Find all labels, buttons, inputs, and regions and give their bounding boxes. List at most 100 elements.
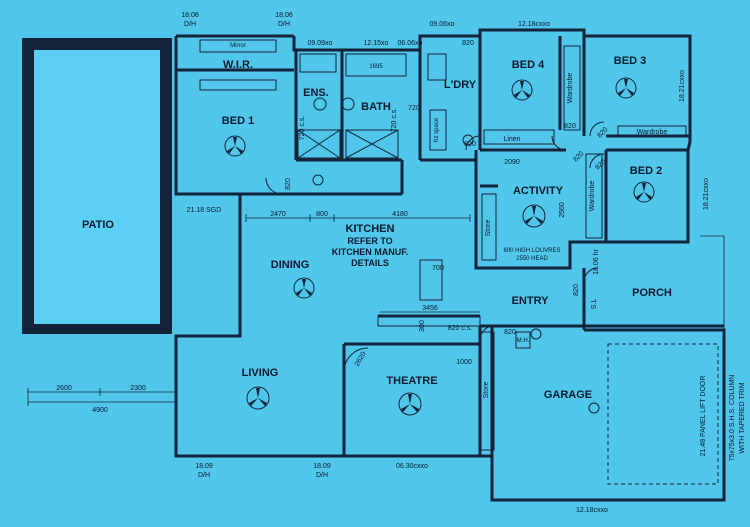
dim-1821-bed3: 18.21cxxo — [679, 70, 686, 102]
fan-bed4-icon — [511, 79, 533, 101]
patio — [22, 38, 172, 334]
dim-2470: 2470 — [270, 211, 286, 218]
dim-2090: 2090 — [504, 159, 520, 166]
door-porch — [583, 267, 599, 283]
dim-4180: 4180 — [392, 211, 408, 218]
ens-vanity — [299, 53, 337, 73]
light-garage-icon — [588, 402, 600, 414]
patio-edge — [27, 43, 167, 331]
dim-820-ldry2: 820 — [464, 141, 476, 148]
fixtures — [199, 39, 719, 485]
light-entry-icon — [530, 328, 542, 340]
room-theatre: THEATRE — [386, 375, 437, 387]
dim-0630: 06.30cxxo — [396, 463, 428, 470]
dim-2600: 2600 — [56, 385, 72, 392]
dim-dh-b: D/H — [278, 21, 290, 28]
label-louvres-1: 600 HIGH LOUVRES — [503, 248, 560, 254]
dim-700: 700 — [432, 265, 444, 272]
garage-door-swing — [607, 343, 719, 485]
light-ldry-icon — [462, 134, 474, 146]
dim-820-garage: 820 — [504, 329, 516, 336]
dimension-lines — [27, 214, 725, 406]
store-activity-box — [481, 193, 497, 261]
store-garage-box — [479, 331, 495, 451]
dim-800: 800 — [316, 211, 328, 218]
dim-1821-bed2: 18.21cxxo — [703, 178, 710, 210]
dim-720-ldry: 720 — [408, 105, 420, 112]
kitchen-note-1: REFER TO — [347, 236, 392, 246]
label-garage-door: 21.48 PANEL LIFT DOOR — [700, 376, 707, 457]
kitchen-note-2: KITCHEN MANUF. — [332, 247, 409, 257]
fan-theatre-icon — [398, 392, 422, 416]
kitchen-bench — [377, 315, 481, 327]
label-wardrobe-bed2: Wardrobe — [589, 181, 596, 212]
room-bed3: BED 3 — [614, 55, 646, 67]
door-theatre — [343, 347, 369, 373]
door-bed3 — [589, 121, 605, 137]
dim-4900: 4900 — [92, 407, 108, 414]
dim-dh-a: D/H — [184, 21, 196, 28]
label-wardrobe-bed3: Wardrobe — [637, 129, 668, 136]
wir-robe — [199, 79, 277, 91]
light-ens-icon — [313, 97, 327, 111]
wir-shelf — [199, 39, 277, 53]
dim-720-ens: 720 c.s. — [299, 116, 306, 141]
dim-720-bath: 720 c.s. — [391, 108, 398, 133]
dim-1806b: 18.06 — [275, 12, 293, 19]
light-bath-icon — [341, 97, 355, 111]
dim-820-bed3: 820 — [596, 126, 609, 139]
label-linen: Linen — [503, 136, 520, 143]
dim-3456: 3456 — [422, 305, 438, 312]
door-bed2 — [589, 153, 605, 169]
wardrobe-bed4-box — [563, 45, 581, 131]
meter-box — [515, 331, 531, 349]
door-ldry — [465, 135, 481, 151]
room-garage: GARAGE — [544, 389, 592, 401]
label-column-2: WITH TAPERED TRIM — [739, 382, 746, 453]
fan-bed1-icon — [224, 135, 246, 157]
label-sl: S.L — [591, 299, 598, 310]
dim-2300: 2300 — [130, 385, 146, 392]
dim-1000: 1000 — [456, 359, 472, 366]
fan-dining-icon — [293, 277, 315, 299]
label-store-garage: Store — [483, 382, 490, 399]
room-patio: PATIO — [82, 219, 114, 231]
door-bed4 — [551, 135, 567, 151]
exterior-walls — [174, 28, 726, 502]
room-bed4: BED 4 — [512, 59, 545, 71]
dim-0906: 09.06xo — [430, 21, 455, 28]
label-mh: M.H. — [517, 338, 530, 344]
fan-bed3-icon — [615, 77, 637, 99]
room-entry: ENTRY — [512, 295, 550, 307]
dim-2620: 2620 — [354, 351, 368, 368]
door-garage — [479, 325, 495, 341]
wardrobe-bed2-box — [585, 153, 603, 239]
dim-1806a: 18.06 — [181, 12, 199, 19]
dim-820-porch: 820 — [573, 284, 580, 296]
label-bath-tub: 1695 — [369, 64, 383, 70]
label-column-1: 75x75x3.0 S.H.S. COLUMN — [729, 375, 736, 462]
room-bath: BATH — [361, 101, 391, 113]
ldry-tub — [427, 53, 447, 81]
room-ldry: L'DRY — [444, 79, 477, 91]
kitchen-note-3: DETAILS — [351, 258, 389, 268]
label-louvres-2: 2550 HEAD — [516, 256, 548, 262]
label-frz-space: frz space — [434, 117, 440, 142]
dim-1218-top: 12.18cxxo — [518, 21, 550, 28]
dim-1215: 12.15xo — [364, 40, 389, 47]
door-bed1 — [265, 177, 283, 195]
dim-820-bed1: 820 — [285, 178, 292, 190]
dim-820cs: 820 c.s. — [448, 325, 473, 332]
dim-1809b: 18.09 — [313, 463, 331, 470]
fan-activity-icon — [522, 204, 546, 228]
dim-1806-porch: 18.06 hr — [593, 248, 600, 274]
label-wir-mirror: Mirror — [230, 43, 246, 49]
fan-bed2-icon — [633, 181, 655, 203]
light-hall-icon — [312, 174, 324, 186]
room-dining: DINING — [271, 259, 310, 271]
dim-820-bed4: 820 — [564, 123, 576, 130]
dim-0909: 09.09xo — [308, 40, 333, 47]
doors — [265, 121, 605, 373]
room-wir: W.I.R. — [223, 59, 253, 71]
